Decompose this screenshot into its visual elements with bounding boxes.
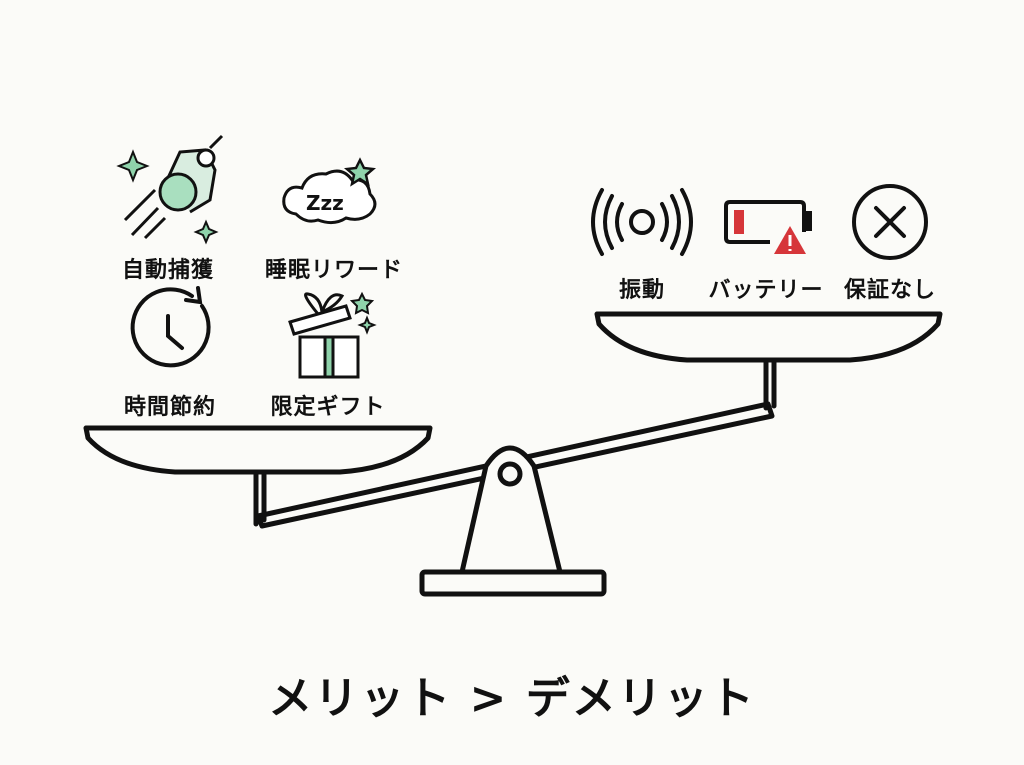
fulcrum-pivot — [497, 461, 523, 487]
fulcrum-base — [419, 569, 607, 597]
demerit-label-no-warranty: 保証なし — [843, 278, 937, 303]
merit-label-sleep-reward: 睡眠リワード — [264, 258, 404, 283]
auto-catch-claw-icon — [116, 134, 224, 245]
right-pan-stem — [763, 357, 777, 411]
svg-text:Zzz: Zzz — [306, 191, 344, 215]
low-battery-warning-icon — [724, 200, 812, 254]
comparison-title: メリット > デメリット — [268, 673, 756, 724]
demerit-label-battery: バッテリー — [708, 278, 824, 303]
vibration-icon — [591, 188, 693, 256]
x-circle-icon — [852, 184, 928, 260]
right-pan — [594, 311, 943, 363]
merit-label-time-saving: 時間節約 — [123, 395, 217, 420]
demerit-label-vibration: 振動 — [618, 278, 666, 303]
sleep-cloud-icon: Zzz — [282, 157, 377, 225]
gift-box-icon — [288, 291, 377, 379]
left-pan — [83, 425, 433, 475]
clock-arrow-icon — [130, 286, 211, 368]
left-pan-stem — [253, 467, 267, 527]
merit-label-auto-catch: 自動捕獲 — [121, 258, 215, 283]
merit-label-limited-gift: 限定ギフト — [270, 395, 386, 420]
fulcrum — [459, 445, 563, 575]
